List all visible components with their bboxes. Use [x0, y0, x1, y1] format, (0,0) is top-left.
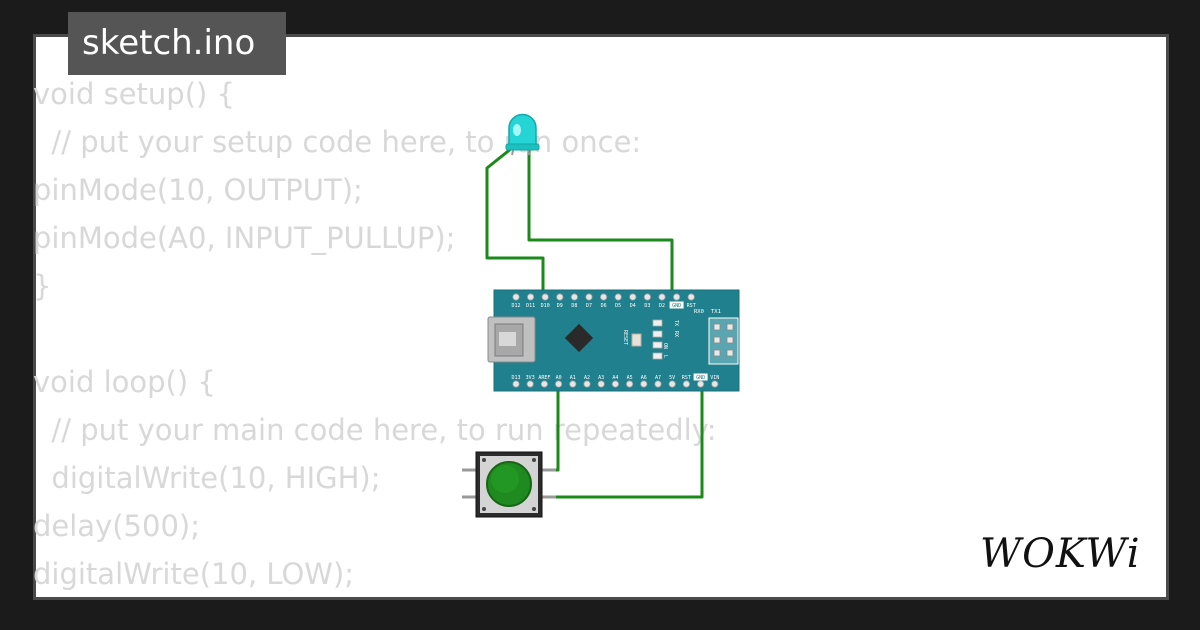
rx0-label: RX0	[694, 309, 704, 315]
code-line: digitalWrite(10, HIGH);	[33, 461, 381, 495]
header-pin[interactable]	[540, 380, 549, 388]
led-component	[505, 113, 540, 156]
header-pin[interactable]	[541, 293, 549, 301]
pin-label: D7	[586, 303, 592, 309]
pin-label: RST	[682, 375, 691, 381]
code-line: void loop() {	[33, 365, 216, 399]
wire-led-cathode	[485, 146, 545, 296]
pin-label: A1	[570, 375, 576, 381]
pin-label: 5V	[669, 375, 675, 381]
header-pin[interactable]	[625, 380, 634, 388]
pin-label: D11	[526, 303, 535, 309]
header-pin[interactable]	[585, 293, 593, 301]
l-led-label: L	[662, 355, 668, 358]
pin-label: D5	[615, 303, 621, 309]
code-line: void setup() {	[33, 77, 235, 111]
header-pin[interactable]	[654, 380, 662, 388]
rx-led-label: RX	[673, 331, 679, 337]
code-line: // put your main code here, to run repea…	[33, 413, 717, 447]
file-tab[interactable]: sketch.ino	[68, 12, 286, 75]
pin-label: D8	[571, 303, 577, 309]
header-pin[interactable]	[583, 380, 591, 388]
header-pin[interactable]	[658, 293, 666, 301]
pin-label: D9	[557, 303, 563, 309]
pin-label: D10	[541, 303, 550, 309]
header-pin[interactable]	[526, 293, 535, 301]
header-pin[interactable]	[570, 293, 579, 301]
header-pin[interactable]	[597, 380, 605, 388]
wire-button-a0	[543, 382, 560, 472]
logo-text: WOKWi	[980, 531, 1141, 577]
pushbutton-component	[462, 451, 556, 518]
pin-label: RST	[687, 303, 696, 309]
pin-label: 3V3	[526, 375, 535, 381]
pin-label: D3	[644, 303, 650, 309]
pin-label: D4	[630, 303, 636, 309]
reset-label: RESET	[622, 330, 628, 345]
header-pin[interactable]	[629, 293, 637, 301]
mcu-chip	[564, 323, 594, 353]
header-pin[interactable]	[512, 380, 520, 388]
pin-label: A2	[584, 375, 590, 381]
header-pin[interactable]	[668, 380, 676, 388]
code-line: }	[33, 269, 52, 303]
header-pin[interactable]	[672, 293, 681, 301]
file-tab-label: sketch.ino	[82, 23, 256, 63]
header-pin[interactable]	[711, 380, 719, 388]
pin-label: VIN	[710, 375, 719, 381]
header-pin[interactable]	[512, 293, 520, 301]
pin-label: A4	[612, 375, 618, 381]
pin-label: D13	[511, 375, 520, 381]
pin-label: D6	[601, 303, 607, 309]
led-body	[508, 113, 537, 149]
wire-button-gnd	[543, 382, 704, 499]
header-pin[interactable]	[611, 380, 620, 388]
code-line: // put your setup code here, to run once…	[33, 125, 642, 159]
pin-label: A5	[627, 375, 633, 381]
on-led-label: ON	[662, 343, 668, 349]
header-pin[interactable]	[696, 380, 705, 388]
pin-label-highlight	[693, 373, 708, 381]
code-line: delay(500);	[33, 509, 200, 543]
pin-label: A3	[598, 375, 604, 381]
pin-label: GND	[696, 375, 705, 381]
header-pin[interactable]	[526, 380, 534, 388]
code-editor: void setup() { // put your setup code he…	[33, 70, 717, 598]
header-pin[interactable]	[556, 293, 564, 301]
pin-label: A6	[641, 375, 647, 381]
pin-label: GND	[672, 303, 681, 309]
pin-label: D12	[511, 303, 520, 309]
pin-label: AREF	[538, 375, 550, 381]
code-line: pinMode(10, OUTPUT);	[33, 173, 363, 207]
icsp-header	[708, 317, 739, 365]
wokwi-logo: WOKWi	[980, 531, 1141, 577]
pin-label-highlight	[669, 301, 684, 309]
header-pin[interactable]	[640, 380, 648, 388]
tx1-label: TX1	[711, 309, 721, 315]
pin-label: A7	[655, 375, 661, 381]
header-pin[interactable]	[682, 380, 691, 388]
header-pin[interactable]	[569, 380, 577, 388]
header-pin[interactable]	[614, 293, 622, 301]
header-pin[interactable]	[599, 293, 608, 301]
pin-label: D2	[659, 303, 665, 309]
reset-button	[631, 333, 642, 347]
pin-label: A0	[556, 375, 562, 381]
header-pin[interactable]	[554, 380, 563, 388]
code-line: digitalWrite(10, LOW);	[33, 557, 355, 591]
header-pin[interactable]	[687, 293, 695, 301]
code-line: pinMode(A0, INPUT_PULLUP);	[33, 221, 456, 255]
header-pin[interactable]	[643, 293, 652, 301]
wire-led-anode	[527, 148, 674, 296]
tx-led-label: TX	[673, 320, 679, 326]
